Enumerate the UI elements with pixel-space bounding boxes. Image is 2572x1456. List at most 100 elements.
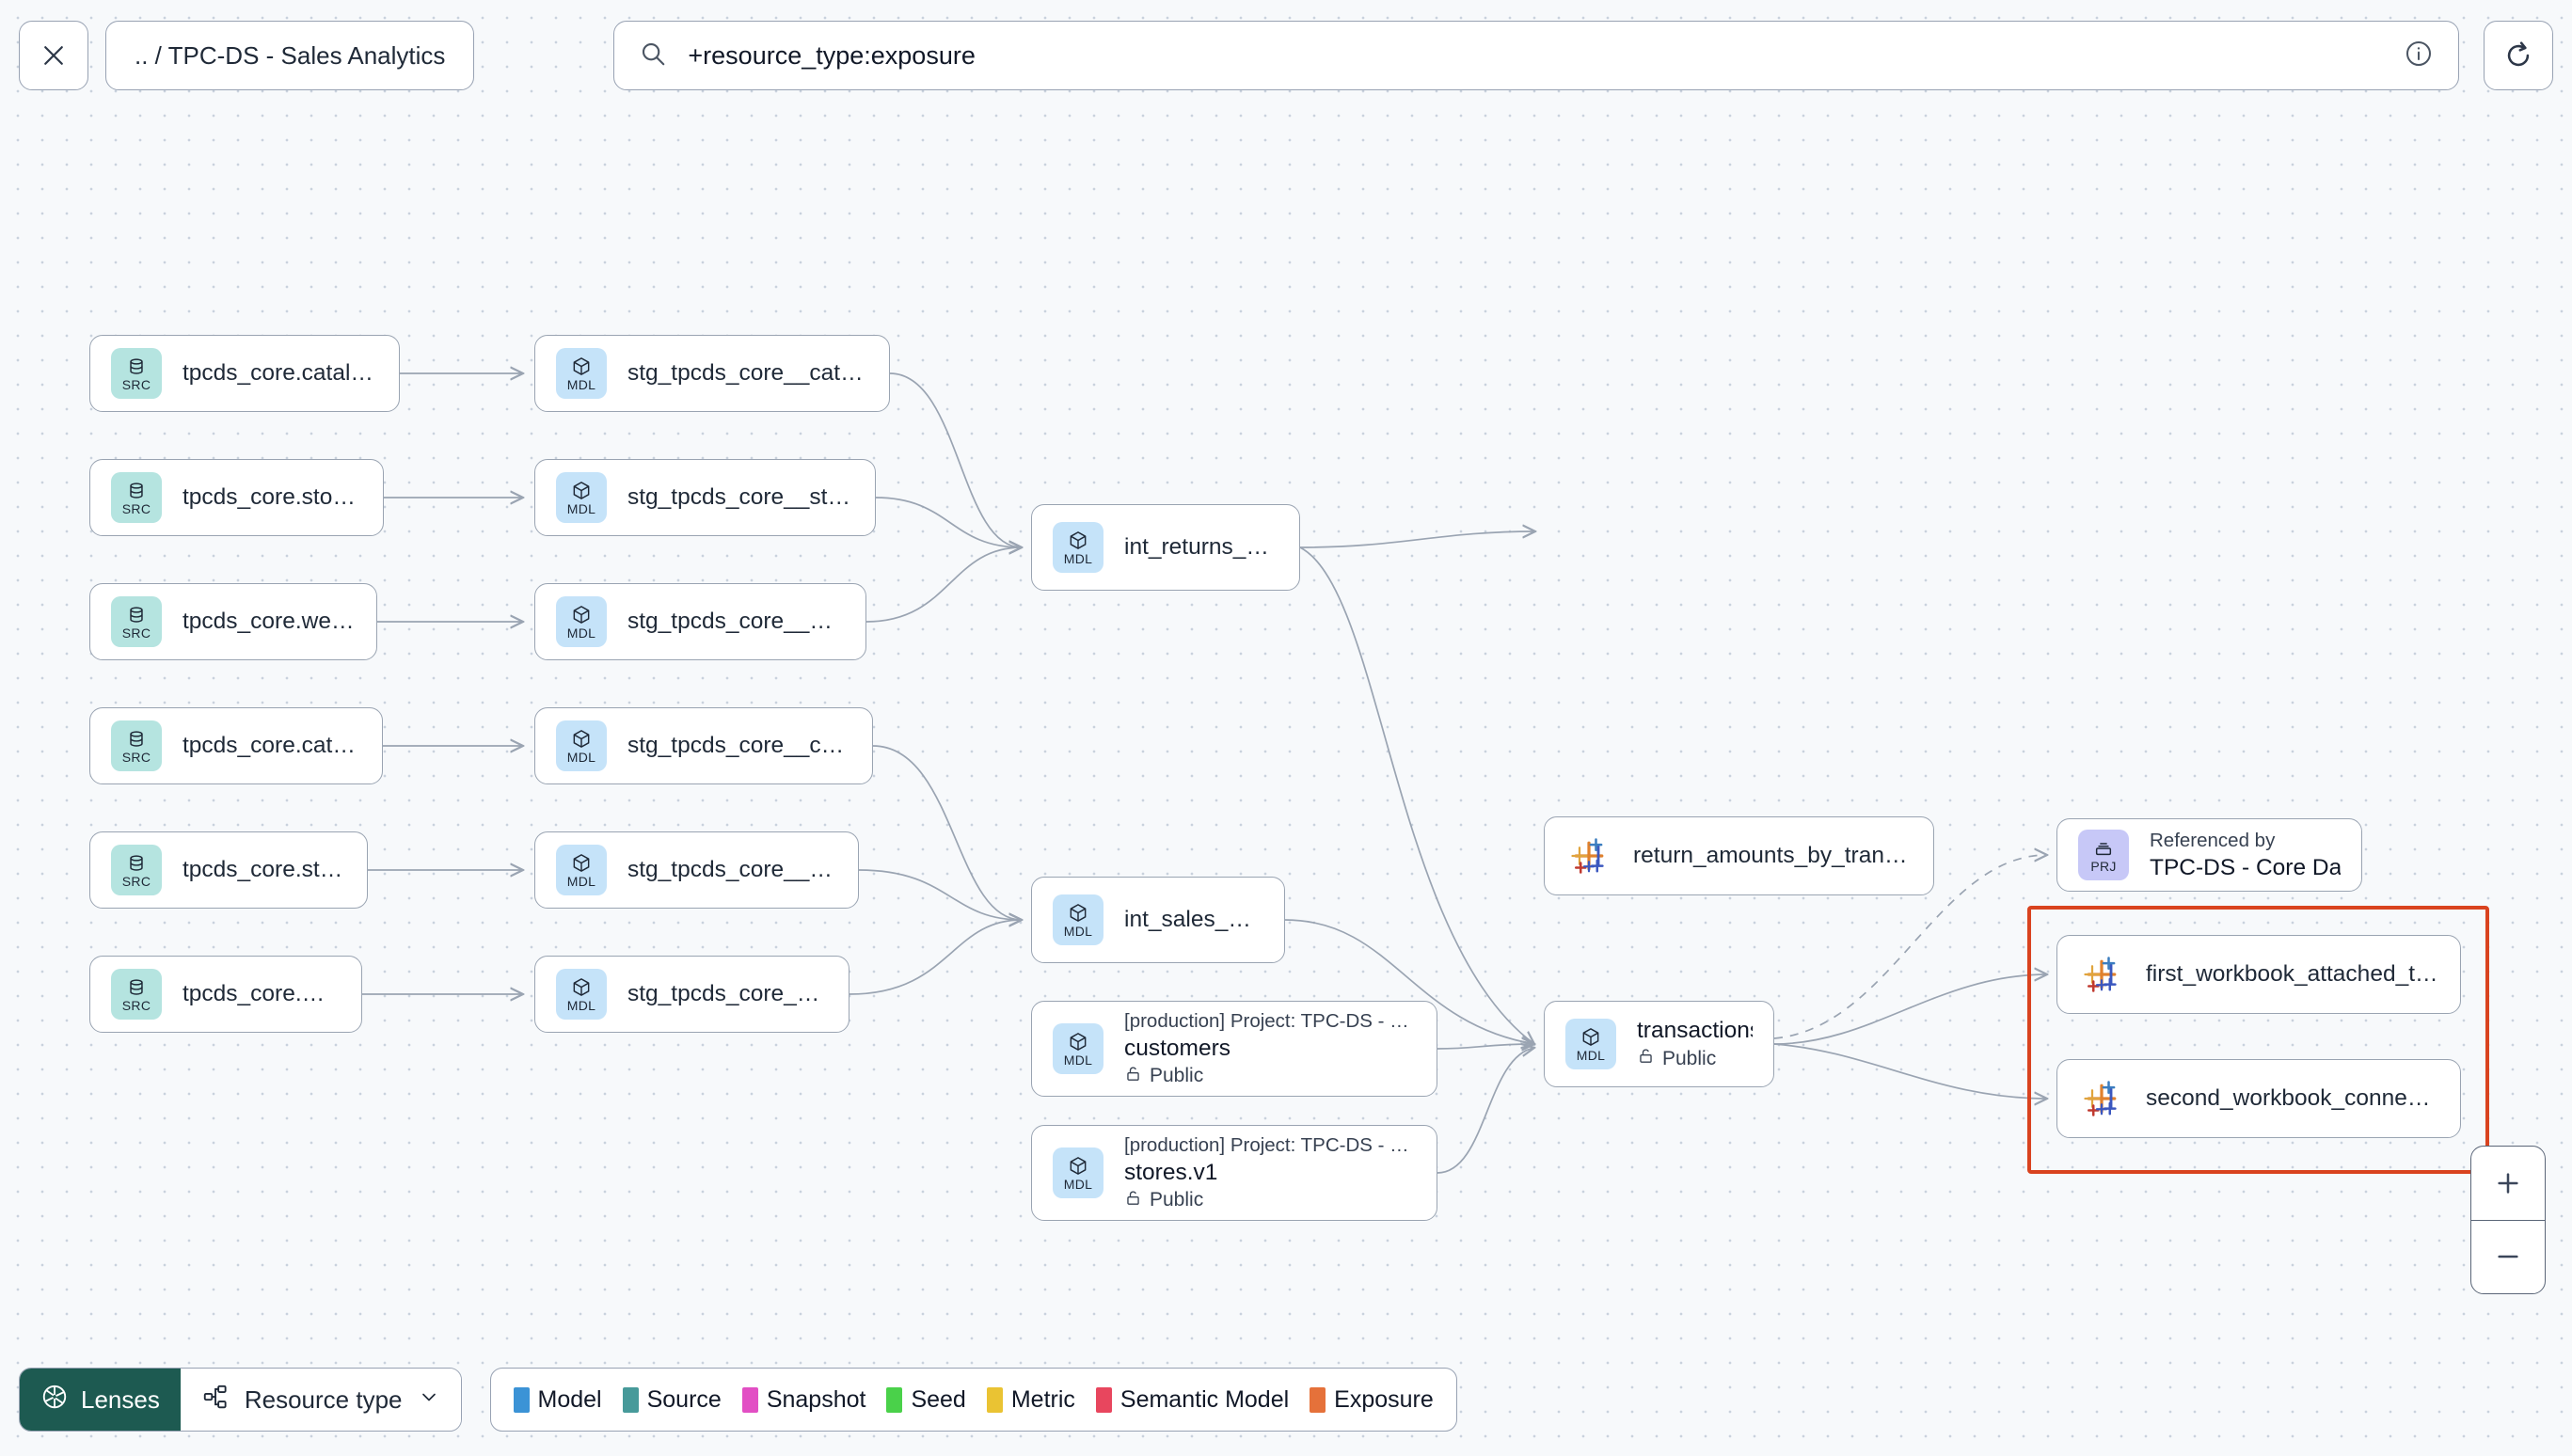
graph-node-stg_store_returns[interactable]: MDL stg_tpcds_core__store_returns <box>534 459 876 536</box>
unlock-icon <box>1124 1065 1142 1088</box>
graph-node-label: stg_tpcds_core__web_returns <box>627 609 845 634</box>
src-badge-text: SRC <box>121 997 151 1013</box>
model-project-label: [production] Project: TPC-DS - Core Data… <box>1124 1009 1416 1032</box>
src-badge: SRC <box>111 845 162 895</box>
prj-badge: PRJ <box>2078 830 2129 880</box>
graph-node-label: second_workbook_connected_to_live… <box>2146 1085 2439 1111</box>
mdl-badge: MDL <box>556 969 607 1020</box>
legend-item-source[interactable]: Source <box>622 1385 722 1414</box>
refresh-button[interactable] <box>2484 21 2553 90</box>
project-card-text: Referenced by TPC-DS - Core Data Models <box>2150 830 2341 881</box>
graph-node-label: stg_tpcds_core__store_returns <box>627 484 854 510</box>
legend-label: Semantic Model <box>1119 1385 1290 1413</box>
src-badge: SRC <box>111 969 162 1020</box>
zoom-out-button[interactable] <box>2471 1221 2545 1294</box>
zoom-in-button[interactable] <box>2471 1147 2545 1221</box>
mdl-badge: MDL <box>1565 1019 1616 1069</box>
graph-node-label: int_returns__unioned <box>1124 534 1278 560</box>
mdl-badge-text: MDL <box>1063 1177 1093 1192</box>
legend-item-exposure[interactable]: Exposure <box>1310 1386 1434 1414</box>
legend-item-seed[interactable]: Seed <box>886 1385 966 1414</box>
legend-label: Source <box>646 1385 722 1413</box>
mdl-badge: MDL <box>556 845 607 895</box>
legend-swatch <box>1310 1386 1326 1413</box>
graph-node-int_returns_unioned[interactable]: MDL int_returns__unioned <box>1031 504 1300 591</box>
legend-swatch <box>1095 1386 1112 1413</box>
search-input[interactable] <box>686 40 2385 71</box>
mdl-badge: MDL <box>556 596 607 647</box>
lenses-label: Lenses <box>81 1385 160 1414</box>
graph-node-exposure[interactable]: return_amounts_by_transaction_type <box>1544 816 1934 895</box>
mdl-badge: MDL <box>556 720 607 771</box>
graph-node-project[interactable]: PRJ Referenced by TPC-DS - Core Data Mod… <box>2056 818 2362 892</box>
lenses-button[interactable]: Lenses <box>20 1369 181 1431</box>
tableau-workbook-icon <box>1565 832 1612 879</box>
lens-group: Lenses Resource type <box>19 1368 462 1432</box>
resource-type-legend: Model Source Snapshot Seed Metric Semantic Mo… <box>489 1368 1457 1432</box>
graph-node-first_workbook[interactable]: first_workbook_attached_to_tpc-ds_-_… <box>2056 935 2461 1014</box>
breadcrumb-label: .. / TPC-DS - Sales Analytics <box>135 40 446 70</box>
legend-swatch <box>886 1386 903 1413</box>
zoom-controls[interactable] <box>2470 1146 2546 1294</box>
graph-node-stores_v1[interactable]: MDL [production] Project: TPC-DS - Core D… <box>1031 1125 1437 1221</box>
graph-node-second_workbook[interactable]: second_workbook_connected_to_live… <box>2056 1059 2461 1138</box>
legend-swatch <box>986 1386 1003 1413</box>
graph-node-stg_web_returns[interactable]: MDL stg_tpcds_core__web_returns <box>534 583 866 660</box>
info-icon[interactable] <box>2404 39 2434 73</box>
graph-node-label: first_workbook_attached_to_tpc-ds_-_… <box>2146 961 2439 987</box>
graph-node-label: int_sales__unioned <box>1124 907 1263 932</box>
graph-canvas[interactable]: return_amounts_by_transaction_type PRJ R… <box>0 111 2572 1362</box>
model-name-label: stores.v1 <box>1124 1159 1218 1185</box>
close-button[interactable] <box>19 21 88 90</box>
legend-item-semantic-model[interactable]: Semantic Model <box>1095 1385 1290 1414</box>
project-name: TPC-DS - Core Data Models <box>2150 854 2341 880</box>
legend-item-model[interactable]: Model <box>513 1386 602 1414</box>
transactions-name-label: transactions <box>1637 1018 1753 1043</box>
prj-badge-text: PRJ <box>2090 858 2117 874</box>
search-bar[interactable] <box>613 21 2459 90</box>
src-badge-text: SRC <box>121 749 151 765</box>
legend-label: Seed <box>911 1385 966 1413</box>
graph-node-stg_web_sales[interactable]: MDL stg_tpcds_core__web_sales <box>534 956 849 1033</box>
mdl-badge-text: MDL <box>566 750 596 765</box>
legend-item-metric[interactable]: Metric <box>986 1386 1075 1414</box>
search-icon <box>639 40 667 72</box>
mdl-badge-text: MDL <box>1063 551 1093 566</box>
model-card-text: [production] Project: TPC-DS - Core Data… <box>1124 1134 1416 1212</box>
graph-node-label: stg_tpcds_core__catalog_sales <box>627 733 851 758</box>
top-toolbar: .. / TPC-DS - Sales Analytics <box>0 0 2572 111</box>
graph-node-src_catalog_returns[interactable]: SRC tpcds_core.catalog_returns <box>89 335 400 412</box>
graph-node-label: tpcds_core.web_returns <box>183 609 356 634</box>
graph-node-label: return_amounts_by_transaction_type <box>1633 843 1913 868</box>
transactions-access-label: Public <box>1637 1047 1753 1070</box>
graph-node-label: tpcds_core.catalog_returns <box>183 360 378 386</box>
resource-type-button[interactable]: Resource type <box>180 1369 461 1431</box>
graph-node-int_sales_unioned[interactable]: MDL int_sales__unioned <box>1031 877 1285 963</box>
mdl-badge: MDL <box>1053 1147 1103 1198</box>
graph-node-label: stg_tpcds_core__web_sales <box>627 981 828 1006</box>
breadcrumb[interactable]: .. / TPC-DS - Sales Analytics <box>105 21 475 90</box>
src-badge-text: SRC <box>121 376 151 392</box>
legend-label: Exposure <box>1334 1385 1434 1413</box>
model-name-label: customers <box>1124 1035 1231 1061</box>
mdl-badge: MDL <box>1053 894 1103 945</box>
close-icon <box>40 41 68 70</box>
mdl-badge-text: MDL <box>566 625 596 641</box>
mdl-badge-text: MDL <box>566 377 596 392</box>
graph-node-stg_catalog_sales[interactable]: MDL stg_tpcds_core__catalog_sales <box>534 707 873 784</box>
graph-node-customers[interactable]: MDL [production] Project: TPC-DS - Core D… <box>1031 1001 1437 1097</box>
refresh-icon <box>2502 40 2534 71</box>
mdl-badge-text: MDL <box>1063 1052 1093 1068</box>
mdl-badge-text: MDL <box>566 501 596 516</box>
legend-item-snapshot[interactable]: Snapshot <box>741 1386 865 1414</box>
